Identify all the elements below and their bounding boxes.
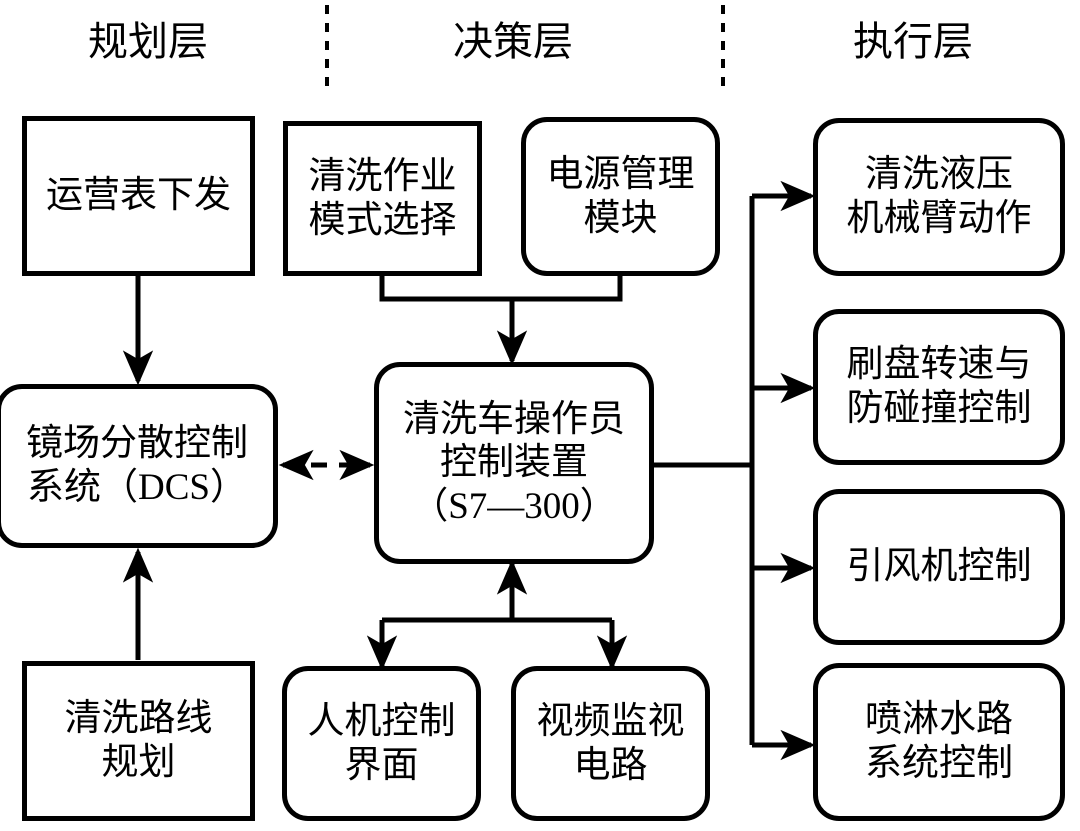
node-fan-control[interactable]: 引风机控制 — [813, 489, 1065, 645]
node-label: 镜场分散控制系统（DCS） — [26, 423, 248, 508]
node-label: 引风机控制 — [846, 546, 1032, 588]
node-label: 人机控制界面 — [307, 700, 456, 786]
node-operator-controller[interactable]: 清洗车操作员控制装置（S7—300） — [374, 362, 654, 564]
node-hydraulic-arm[interactable]: 清洗液压机械臂动作 — [813, 118, 1065, 276]
node-hmi[interactable]: 人机控制界面 — [282, 666, 481, 821]
node-wash-mode-select[interactable]: 清洗作业模式选择 — [283, 121, 482, 276]
node-route-planning[interactable]: 清洗路线规划 — [22, 661, 255, 821]
node-label: 电源管理模块 — [546, 153, 695, 239]
node-power-management[interactable]: 电源管理模块 — [521, 117, 720, 276]
node-label: 刷盘转速与防碰撞控制 — [846, 344, 1032, 429]
node-label: 清洗路线规划 — [64, 698, 213, 783]
node-label: 视频监视电路 — [536, 700, 685, 786]
node-brush-speed[interactable]: 刷盘转速与防碰撞控制 — [813, 309, 1065, 465]
layer-title-planning: 规划层 — [88, 19, 208, 64]
node-label: 清洗车操作员控制装置（S7—300） — [403, 398, 625, 527]
node-spray-water[interactable]: 喷淋水路系统控制 — [813, 663, 1065, 821]
node-video-monitor[interactable]: 视频监视电路 — [511, 666, 710, 821]
node-dcs[interactable]: 镜场分散控制系统（DCS） — [0, 384, 278, 548]
edge-power-join — [512, 276, 623, 302]
node-label: 喷淋水路系统控制 — [865, 699, 1013, 784]
node-label: 清洗作业模式选择 — [308, 155, 457, 241]
node-label: 运营表下发 — [46, 175, 231, 217]
node-label: 清洗液压机械臂动作 — [846, 154, 1032, 239]
layer-title-execution: 执行层 — [853, 19, 973, 64]
edge-mode-join — [379, 276, 512, 302]
node-schedule-dispatch[interactable]: 运营表下发 — [22, 116, 255, 276]
layer-title-decision: 决策层 — [453, 19, 573, 64]
